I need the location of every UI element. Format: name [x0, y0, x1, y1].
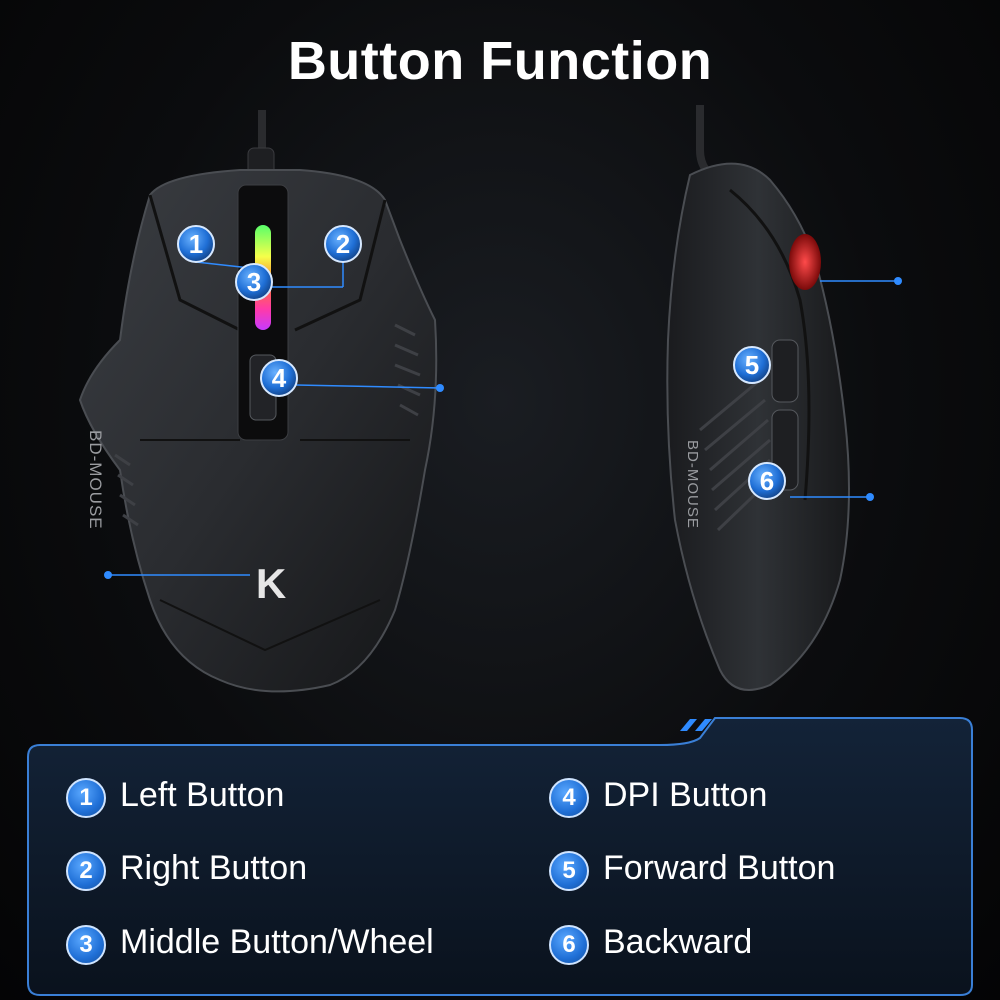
side-scroll-wheel	[789, 234, 821, 290]
side-cable	[696, 105, 710, 173]
left-button-seam	[148, 194, 241, 332]
side-seam	[729, 188, 811, 501]
callout-dot	[436, 384, 444, 392]
grip-lines-left	[114, 453, 139, 527]
top-callout-lines	[108, 261, 441, 576]
legend-badge-5: 5	[549, 851, 589, 891]
palm-seam	[159, 599, 381, 652]
brand-logo-letter: K	[256, 560, 286, 607]
legend-panel	[27, 717, 973, 996]
legend-badge-1: 1	[66, 778, 106, 818]
forward-button-shape	[771, 339, 799, 403]
legend-label-left-button: Left Button	[120, 776, 285, 814]
callout-dot	[894, 277, 902, 285]
side-view-print-text: BD-MOUSE	[684, 440, 701, 529]
legend-label-dpi-button: DPI Button	[603, 776, 768, 814]
marker-1: 1	[177, 225, 215, 263]
grip-lines-right	[394, 323, 421, 417]
svg-text:2: 2	[336, 229, 350, 259]
legend-badge-2: 2	[66, 851, 106, 891]
marker-3: 3	[235, 263, 273, 301]
mouse-side-view: BD-MOUSE	[666, 105, 850, 691]
page-title: Button Function	[287, 31, 713, 91]
brand-logo: K	[256, 560, 286, 607]
svg-text:6: 6	[760, 466, 774, 496]
svg-text:1: 1	[189, 229, 203, 259]
callout-dot	[104, 571, 112, 579]
legend-label-forward-button: Forward Button	[603, 849, 836, 887]
legend-label-backward: Backward	[603, 923, 753, 961]
marker-6: 6	[748, 462, 786, 500]
marker-2: 2	[324, 225, 362, 263]
side-print-text: BD-MOUSE	[86, 430, 105, 530]
legend-badge-3: 3	[66, 925, 106, 965]
mouse-top-view: BD-MOUSE K	[78, 110, 438, 693]
legend-panel-frame	[27, 717, 973, 996]
panel-slash-decoration	[680, 719, 697, 731]
legend-badge-4: 4	[549, 778, 589, 818]
legend-label-right-button: Right Button	[120, 849, 308, 887]
callout-dot	[866, 493, 874, 501]
legend-label-middle-button: Middle Button/Wheel	[120, 923, 434, 961]
right-button-seam	[294, 199, 387, 332]
marker-5: 5	[733, 346, 771, 384]
svg-text:4: 4	[272, 363, 287, 393]
panel-slash-decoration	[695, 719, 712, 731]
legend-badge-6: 6	[549, 925, 589, 965]
side-callout-lines	[790, 280, 898, 498]
svg-text:3: 3	[247, 267, 261, 297]
svg-text:5: 5	[745, 350, 759, 380]
marker-4: 4	[260, 359, 298, 397]
